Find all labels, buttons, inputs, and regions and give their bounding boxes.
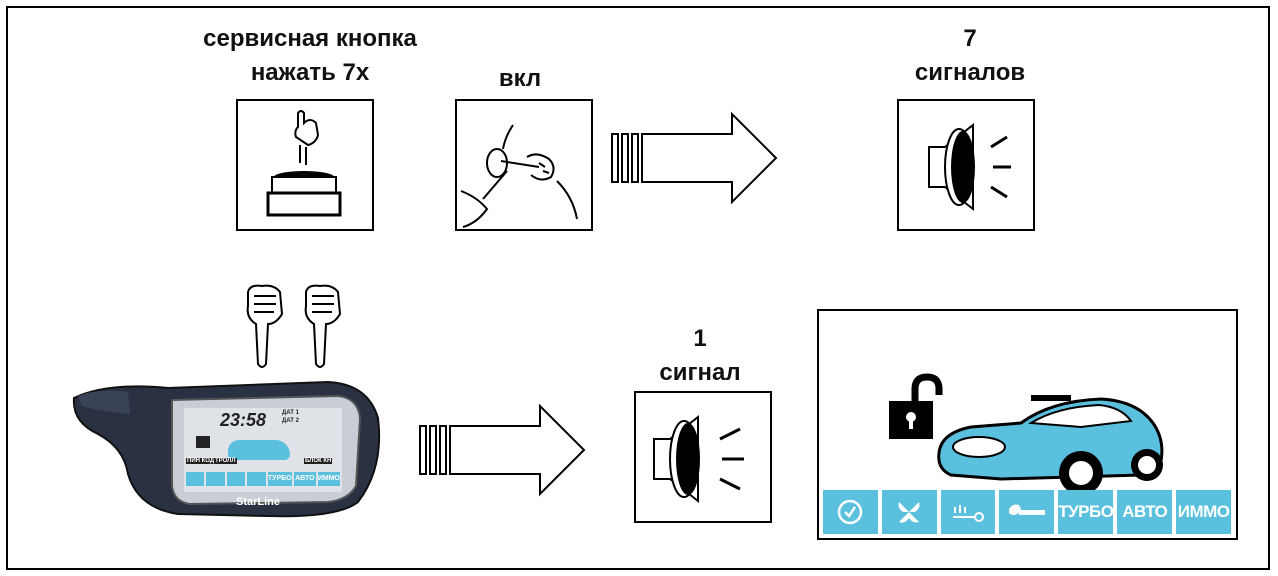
siren-icon [928,122,1011,212]
car-icon [937,395,1164,495]
two-fingers-icon [246,284,342,368]
arrow-top-icon [611,111,778,205]
fob-cell-heater [226,472,246,486]
status-cell-fan [881,490,937,534]
fob-cell-wrench [247,472,266,486]
seven-signals-count: 7 [963,25,977,52]
status-cell-turbo: ТУРБО [1058,490,1114,534]
ignition-label: вкл [498,65,542,92]
fob-dat2: ДАТ 2 [282,418,299,424]
wrench-icon [1008,504,1045,515]
service-button-box [236,99,374,231]
fob-cell-fan [206,472,225,486]
key-fob: 23:58 ДАТ 1 ДАТ 2 ПИН КОД ТРОЛЛ БЛОК КН … [68,378,384,520]
fob-car-icon [228,440,290,460]
fob-lock-icon [196,436,210,448]
pressing-finger-icon [266,110,342,217]
fob-cell-clock [186,472,205,486]
ignition-box [455,99,593,231]
fob-screen: 23:58 ДАТ 1 ДАТ 2 ПИН КОД ТРОЛЛ БЛОК КН … [184,408,342,492]
fob-cell-turbo: ТУРБО [267,472,292,486]
unlocked-padlock-icon [889,373,943,439]
siren-icon [653,414,744,504]
one-signal-count: 1 [693,325,707,352]
fob-block: БЛОК КН [304,458,333,464]
status-cell-auto: АВТО [1117,490,1173,534]
arrow-bottom-icon [419,403,586,497]
fob-cell-immo: ИММО [317,472,340,486]
diagram-frame [6,6,1270,570]
fob-status-bar: ТУРБО АВТО ИММО [186,472,340,486]
status-cell-heater [940,490,996,534]
heater-icon [952,505,984,522]
ignition-key-icon [460,124,578,228]
siren-one-box [634,391,772,523]
siren-seven-box [897,99,1035,231]
status-cell-immo: ИММО [1176,490,1232,534]
service-button-label: сервисная кнопка нажать 7х [160,22,460,90]
fob-tag-troll: ТРОЛЛ [214,458,237,464]
one-signal-text: сигнал [659,359,741,386]
fan-icon [898,502,920,523]
fob-time: 23:58 [220,410,267,430]
one-signal-label: 1 сигнал [620,322,780,390]
fob-cell-auto: АВТО [293,472,316,486]
status-cell-wrench [999,490,1055,534]
service-button-line2: нажать 7х [250,59,370,86]
display-status-bar: ТУРБО АВТО ИММО [823,490,1232,534]
service-button-line1: сервисная кнопка [203,25,417,52]
seven-signals-label: 7 сигналов [880,22,1060,90]
seven-signals-text: сигналов [914,59,1026,86]
fob-dat1: ДАТ 1 [282,410,299,416]
status-cell-clock [823,490,878,534]
clock-icon [838,499,863,525]
fob-tag-pin: ПИН КОД [186,458,216,464]
fob-brand: StarLine [236,496,281,508]
